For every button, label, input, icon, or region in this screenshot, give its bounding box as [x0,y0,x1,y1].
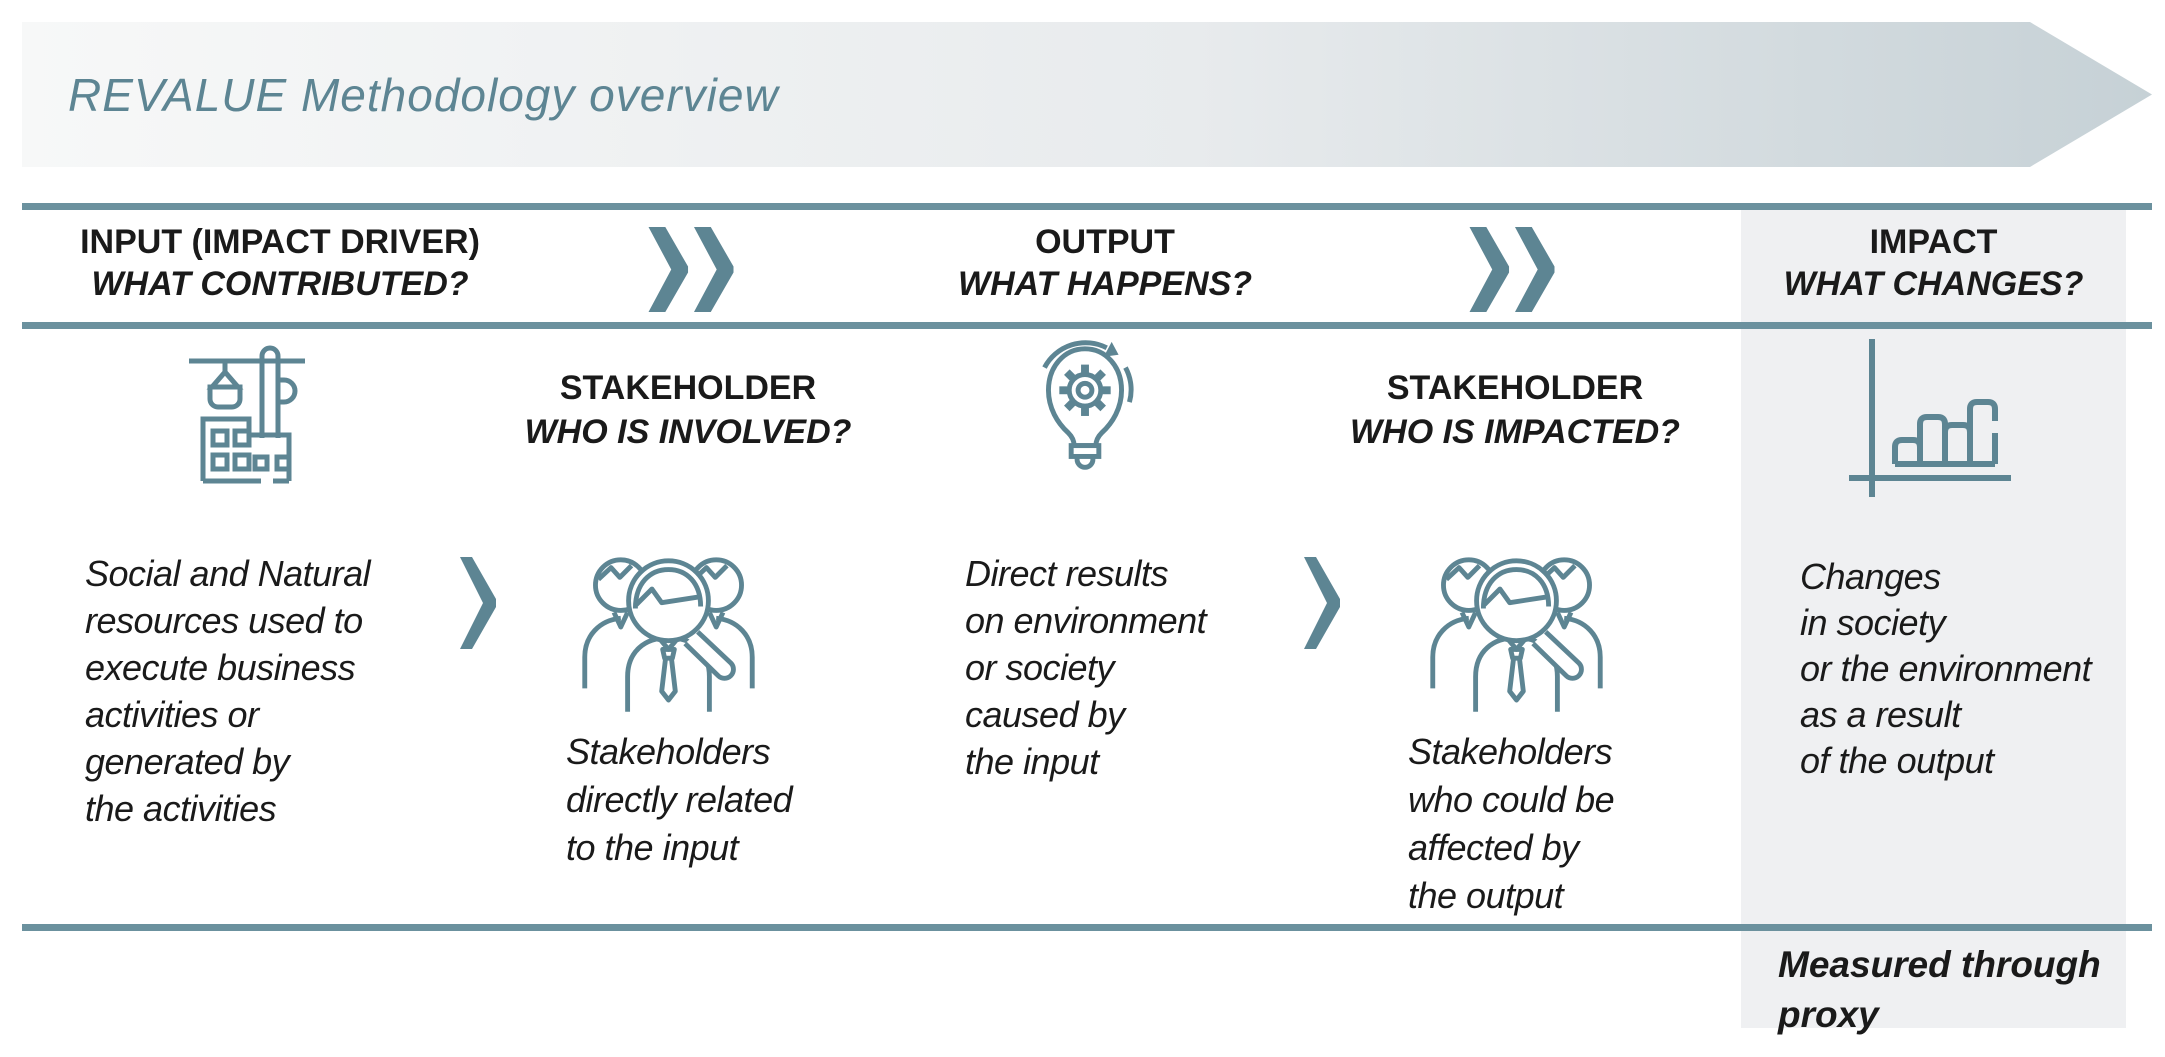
header-output-subtitle: WHAT HAPPENS? [957,265,1253,303]
stakeholder-involved-subtitle: WHO IS INVOLVED? [524,413,852,451]
double-chevron-icon [648,227,736,312]
input-description: Social and Natural resources used to exe… [85,553,371,829]
crane-factory-icon [185,340,309,484]
stakeholder-impacted-title: STAKEHOLDER [1386,369,1644,407]
stakeholder-involved-description: Stakeholders directly related to the inp… [566,731,793,868]
page-title: REVALUE Methodology overview [68,68,779,121]
stakeholder-impacted-header: STAKEHOLDER WHO IS IMPACTED? [1265,366,1765,454]
stakeholder-involved-title: STAKEHOLDER [559,369,817,407]
bar-chart-growth-icon [1845,335,2015,505]
header-impact-title: IMPACT [1869,223,1998,261]
single-chevron-icon [460,557,496,649]
header-output-title: OUTPUT [1035,223,1175,261]
output-description: Direct results on environment or society… [965,553,1207,782]
stakeholder-group-magnifier-icon [576,538,761,716]
header-impact: IMPACT WHAT CHANGES? [1741,221,2126,305]
header-impact-subtitle: WHAT CHANGES? [1783,265,2084,303]
title-banner: REVALUE Methodology overview [22,22,2152,167]
stakeholder-involved-header: STAKEHOLDER WHO IS INVOLVED? [438,366,938,454]
lightbulb-gear-icon [1035,333,1135,493]
impact-column-background [1741,210,2126,1028]
stakeholder-group-magnifier-icon [1424,538,1609,716]
header-top-rule [22,203,2152,210]
header-output: OUTPUT WHAT HAPPENS? [855,221,1355,305]
footer-rule [22,924,2152,931]
impact-footnote: Measured through proxy [1778,944,2101,1035]
stakeholder-impacted-subtitle: WHO IS IMPACTED? [1350,413,1680,451]
double-chevron-icon [1469,227,1557,312]
single-chevron-icon [1304,557,1340,649]
header-input: INPUT (IMPACT DRIVER) WHAT CONTRIBUTED? [30,221,530,305]
stakeholder-impacted-description: Stakeholders who could be affected by th… [1408,731,1615,916]
impact-description: Changes in society or the environment as… [1800,556,2092,781]
header-input-subtitle: WHAT CONTRIBUTED? [91,265,469,303]
header-input-title: INPUT (IMPACT DRIVER) [80,223,480,261]
header-bottom-rule [22,322,2152,329]
